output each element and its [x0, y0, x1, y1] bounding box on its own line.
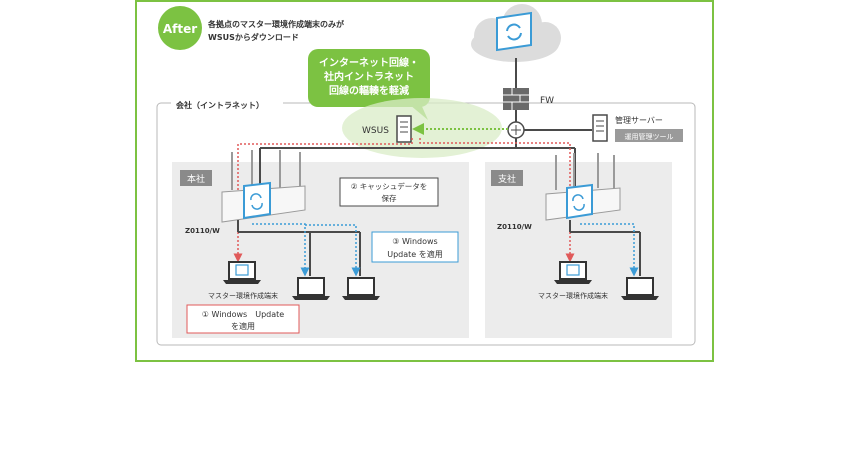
callout-line1: インターネット回線・	[319, 56, 419, 69]
cache-flow-b	[305, 224, 361, 277]
branch-master-label: マスター環境作成端末	[538, 291, 608, 300]
management-tool-label: 運用管理ツール	[625, 132, 674, 141]
management-server-icon	[592, 114, 608, 142]
cache-note-box	[339, 177, 439, 207]
head-office-device-label: Z0110/W	[185, 227, 220, 235]
apply-note-box	[371, 231, 459, 263]
branch-cache-flow	[580, 223, 639, 277]
wsus-label: WSUS	[362, 126, 389, 136]
cache-note-line1: ② キャッシュデータを	[351, 181, 428, 191]
wu-note-line2: を適用	[231, 321, 255, 331]
apply-note-line1: ③ Windows	[392, 237, 437, 246]
head-office-tag	[180, 170, 212, 186]
head-office-master-label: マスター環境作成端末	[208, 291, 278, 300]
windows-update-cloud-icon	[496, 11, 532, 52]
master-laptop-icon	[223, 261, 261, 284]
laptop-icon	[621, 277, 659, 300]
head-office-device-icon	[221, 150, 306, 223]
branch-master-laptop-icon	[554, 261, 592, 284]
laptop-icon	[342, 277, 380, 300]
company-intranet-label: 会社（イントラネット）	[176, 100, 264, 110]
bandwidth-callout: インターネット回線・ 社内イントラネット 回線の輻輳を軽減	[308, 49, 430, 120]
cache-flow-a	[252, 223, 310, 277]
caption-line1: 各拠点のマスター環境作成端末のみが	[207, 19, 345, 29]
after-badge-label: After	[163, 22, 197, 36]
after-badge: After	[158, 6, 202, 50]
branch-device-icon	[545, 153, 621, 221]
branch-device-label: Z0110/W	[497, 223, 532, 231]
firewall-icon	[503, 88, 529, 110]
branch-tag	[491, 170, 523, 186]
management-server-label: 管理サーバー	[615, 115, 663, 125]
wu-note-line1: ① Windows Update	[202, 310, 284, 319]
callout-line3: 回線の輻輳を軽減	[329, 84, 409, 97]
apply-note-line2: Update を適用	[387, 249, 443, 259]
fw-label: FW	[540, 96, 554, 106]
cache-note-line2: 保存	[382, 193, 397, 203]
wsus-server-icon	[396, 115, 412, 143]
laptop-icon	[292, 277, 330, 300]
wu-note-box	[186, 304, 300, 334]
caption-line2: WSUSからダウンロード	[208, 32, 299, 42]
branch-title: 支社	[498, 173, 516, 185]
head-office-title: 本社	[187, 173, 205, 185]
management-tool-tag	[615, 129, 683, 142]
callout-line2: 社内イントラネット	[323, 70, 414, 83]
